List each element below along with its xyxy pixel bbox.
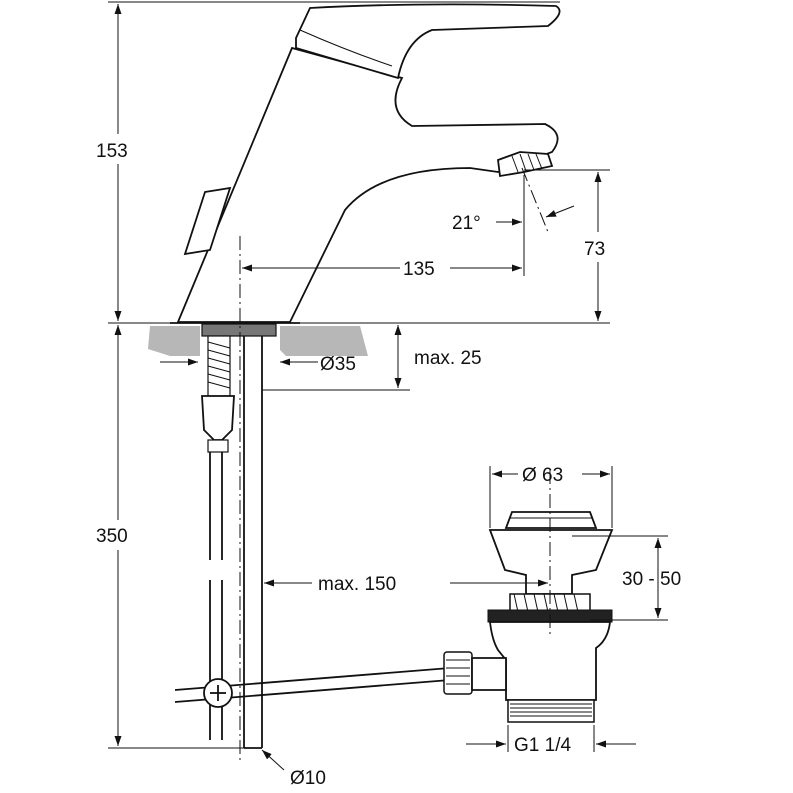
drain-adjust-label: 30 - 50 [622, 569, 681, 590]
extension-lines [108, 1, 668, 752]
angle-label-21: 21° [452, 213, 481, 234]
drain-diameter-label: Ø 63 [522, 465, 563, 486]
spout-height-label-73: 73 [584, 239, 605, 260]
hole-diameter-label: Ø35 [320, 354, 356, 375]
rod-length-label-350: 350 [96, 526, 128, 547]
drain-assembly [443, 511, 614, 723]
center-lines [239, 167, 551, 760]
rod-distance-label: max. 150 [318, 574, 396, 595]
height-label-153: 153 [96, 141, 128, 162]
mounting-shank [201, 323, 277, 740]
rod-diameter-label: Ø10 [290, 768, 326, 789]
thread-size-label: G1 1/4 [514, 735, 571, 756]
sink-deck-section [148, 326, 368, 356]
faucet-body [170, 3, 561, 324]
link-rod [174, 667, 451, 708]
deck-thickness-label: max. 25 [414, 348, 482, 369]
reach-label-135: 135 [403, 259, 435, 280]
dimension-labels: 153 21° 135 73 Ø35 max. 25 350 Ø 63 30 -… [94, 134, 681, 789]
lift-rod [243, 336, 263, 749]
